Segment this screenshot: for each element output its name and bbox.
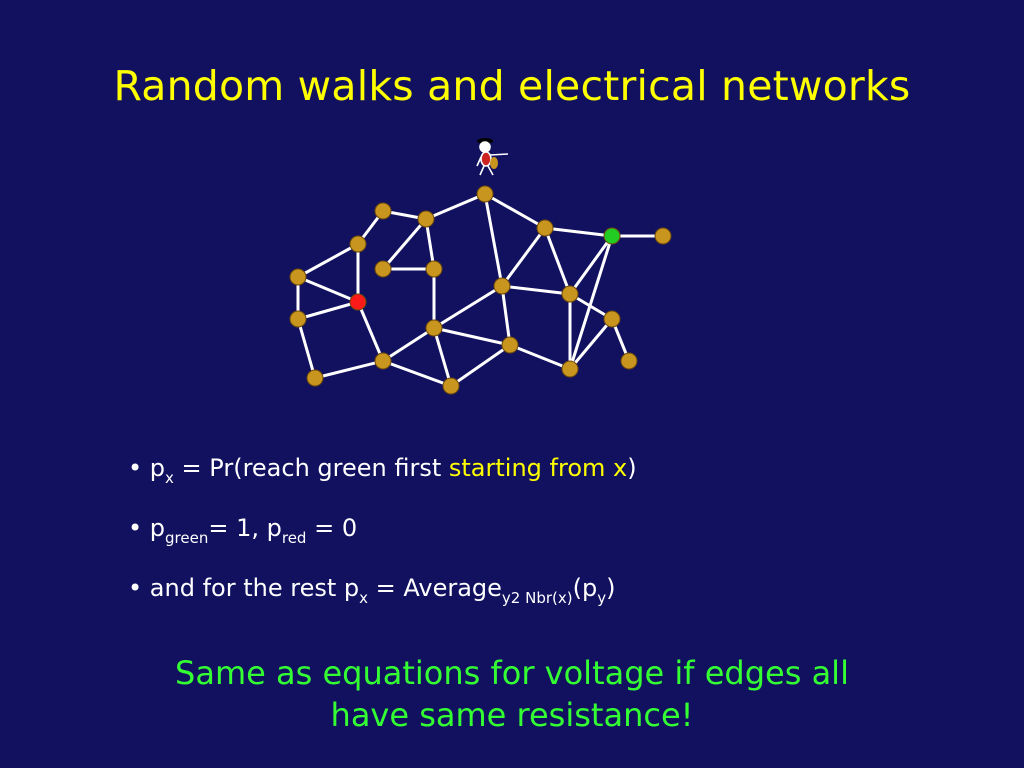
graph-edge <box>432 284 504 330</box>
graph-node <box>425 319 443 337</box>
graph-node <box>349 235 367 253</box>
bullet-text: p <box>149 454 166 482</box>
graph-node <box>442 377 460 395</box>
graph-edge <box>296 242 360 279</box>
graph-node <box>289 268 307 286</box>
graph-node <box>561 285 579 303</box>
bullet-text: ) <box>606 574 616 602</box>
graph-edge <box>568 234 614 296</box>
graph-nodes <box>289 185 672 395</box>
subscript: x <box>165 469 174 487</box>
graph-edge <box>568 234 614 371</box>
graph-node <box>561 360 579 378</box>
bullet-text: = 0 <box>306 514 358 542</box>
graph-edge <box>432 326 453 388</box>
highlighted-text: starting from x <box>448 454 628 482</box>
subscript: y <box>597 589 607 607</box>
graph-edge <box>500 284 572 296</box>
page-title: Random walks and electrical networks <box>113 62 911 110</box>
bullet-text: and for the rest p <box>149 574 360 602</box>
bullet-average-rule: • and for the rest px = Averagey2 Nbr(x)… <box>128 568 637 628</box>
graph-node <box>306 369 324 387</box>
bullet-probability-definition: • px = Pr(reach green first starting fro… <box>128 448 637 508</box>
graph-node <box>620 352 638 370</box>
graph-node <box>654 227 672 245</box>
green-node <box>603 227 621 245</box>
bullet-text: ) <box>627 454 637 482</box>
graph-node <box>603 310 621 328</box>
conclusion-line: have same resistance! <box>330 696 694 734</box>
graph-node <box>536 219 554 237</box>
graph-node <box>493 277 511 295</box>
bullet-text: = 1, p <box>208 514 282 542</box>
graph-node <box>374 260 392 278</box>
graph-edge <box>568 317 614 371</box>
subscript: x <box>359 589 368 607</box>
graph-node <box>476 185 494 203</box>
bullet-list: • px = Pr(reach green first starting fro… <box>128 448 637 628</box>
walking-figure-icon <box>476 138 509 176</box>
graph-edges <box>296 192 665 388</box>
bullet-text: (p <box>572 574 598 602</box>
bullet-text: = Pr(reach green first <box>173 454 449 482</box>
bullet-marker: • <box>128 454 143 482</box>
conclusion-text: Same as equations for voltage if edges a… <box>0 652 1024 736</box>
subscript: y2 Nbr(x) <box>501 589 573 607</box>
graph-edge <box>432 326 512 347</box>
graph-edge <box>483 192 504 288</box>
graph-node <box>501 336 519 354</box>
graph-edge <box>500 226 547 288</box>
graph-edge <box>508 343 572 371</box>
graph-node <box>425 260 443 278</box>
graph-edge <box>483 192 547 230</box>
graph-edge <box>449 343 512 388</box>
bullet-marker: • <box>128 574 143 602</box>
graph-node <box>374 202 392 220</box>
bullet-text: p <box>149 514 166 542</box>
subscript: green <box>165 529 209 547</box>
graph-edge <box>356 300 385 363</box>
graph-edge <box>296 300 360 321</box>
graph-node <box>417 210 435 228</box>
graph-edge <box>543 226 572 296</box>
red-node <box>349 293 367 311</box>
graph-edge <box>296 275 360 304</box>
bullet-text: = Average <box>368 574 502 602</box>
graph-edge <box>313 359 385 380</box>
graph-edge <box>381 359 453 388</box>
conclusion-line: Same as equations for voltage if edges a… <box>175 654 849 692</box>
graph-edge <box>381 326 436 363</box>
graph-edge <box>296 317 317 380</box>
graph-edge <box>424 192 487 221</box>
graph-node <box>374 352 392 370</box>
graph-node <box>289 310 307 328</box>
graph-edge <box>543 226 614 238</box>
bullet-marker: • <box>128 514 143 542</box>
subscript: red <box>281 529 307 547</box>
bullet-boundary-conditions: • pgreen= 1, pred = 0 <box>128 508 637 568</box>
graph-edge <box>500 284 512 347</box>
graph-edge <box>381 217 428 271</box>
